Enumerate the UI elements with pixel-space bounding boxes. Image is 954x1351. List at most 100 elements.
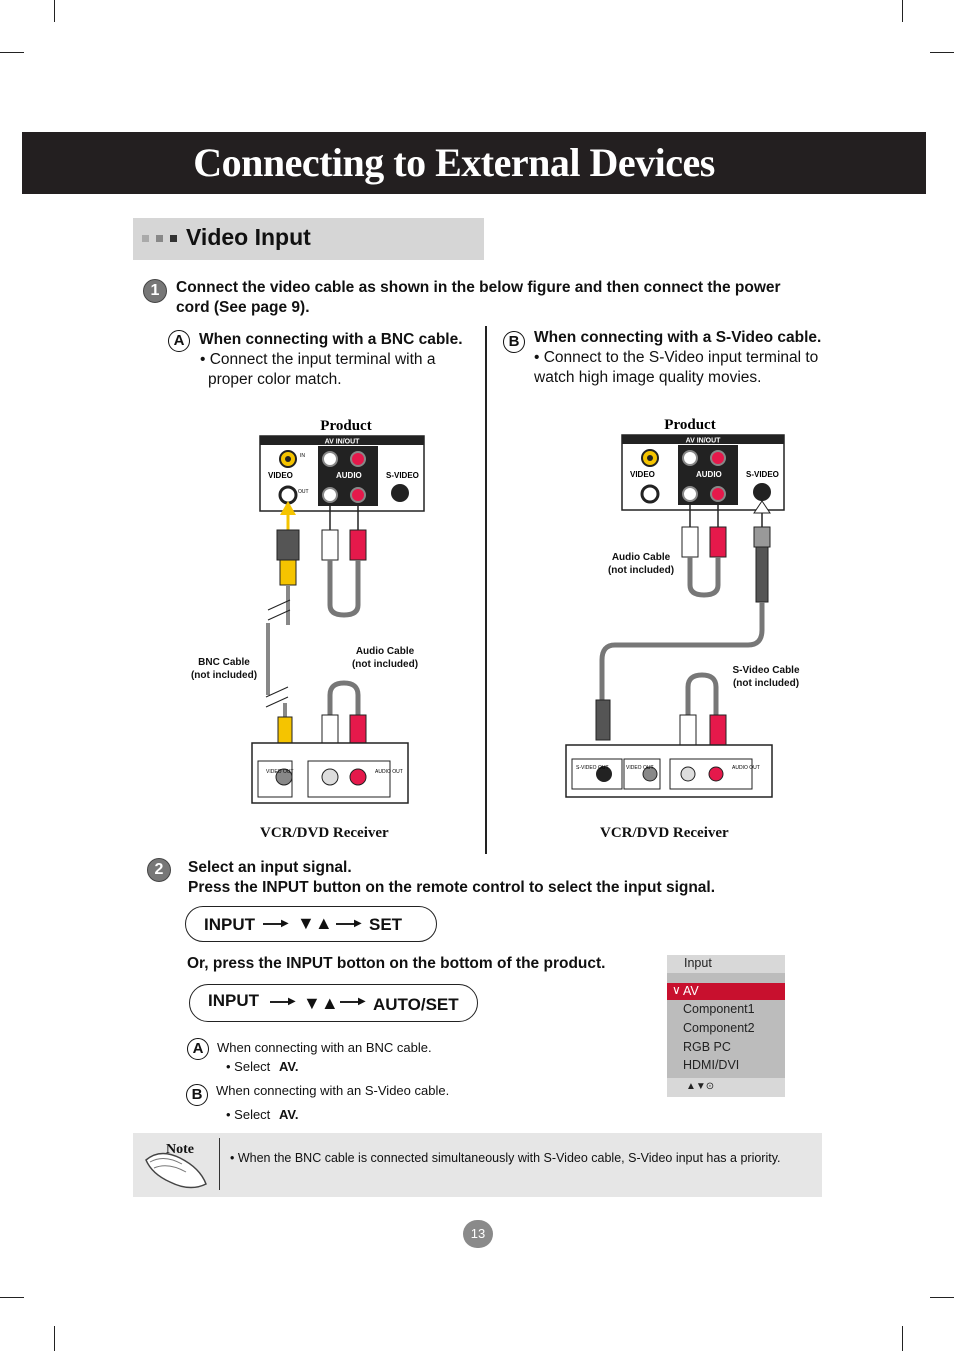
arrow-right-icon: [340, 1001, 362, 1003]
arrow-right-icon: ▶: [354, 918, 362, 929]
letter-a-badge: A: [187, 1038, 209, 1060]
video-out-label: VIDEO OUT: [266, 769, 294, 775]
page-number: 13: [463, 1220, 493, 1248]
crop-mark: [54, 1326, 55, 1351]
letter-b-badge: B: [503, 331, 525, 353]
crop-mark: [0, 1297, 24, 1298]
input-menu-footer: [667, 1078, 785, 1097]
audio-cable-name: Audio Cable: [611, 552, 671, 563]
product-sequence: [189, 984, 478, 1022]
remote-sequence: [185, 906, 437, 942]
step2-a-value: AV.: [279, 1059, 299, 1074]
crop-mark: [930, 1297, 954, 1298]
step1-text: Connect the video cable as shown in the …: [176, 279, 781, 316]
svideo-not-included: (not included): [732, 678, 800, 689]
input-menu-selected[interactable]: [667, 983, 785, 1000]
check-icon: ∨: [672, 983, 681, 997]
out-label: OUT: [298, 489, 309, 495]
audio-label: AUDIO: [336, 471, 362, 480]
bnc-cable-label: BNC Cable (not included): [186, 656, 262, 682]
av-inout-label: AV IN/OUT: [686, 438, 722, 445]
input-menu-item[interactable]: HDMI/DVI: [683, 1058, 740, 1072]
crop-mark: [902, 0, 903, 22]
input-menu-item[interactable]: Component2: [683, 1021, 755, 1035]
receiver-label-left: VCR/DVD Receiver: [260, 825, 389, 841]
bnc-body: • Connect the input terminal with a prop…: [200, 351, 436, 388]
down-up-arrows-icon: ▼▲: [303, 993, 339, 1013]
square-icon: [156, 235, 163, 242]
audio-not-included: (not included): [607, 565, 675, 576]
video-out-label: VIDEO OUT: [626, 765, 654, 771]
product-input-label: INPUT: [208, 991, 259, 1010]
note-divider: [219, 1138, 220, 1190]
step2-line2: Press the INPUT button on the remote con…: [188, 879, 716, 896]
video-label: VIDEO: [268, 471, 293, 480]
arrow-right-icon: [270, 1001, 292, 1003]
step2-a-select: • Select: [226, 1059, 271, 1074]
svideo-connection-diagram: Product AV IN/OUT VIDEO AUDIO S-VIDEO S-…: [565, 417, 785, 798]
product-label: Product: [664, 417, 715, 433]
svideo-cable-name: S-Video Cable: [732, 665, 800, 676]
note-label: Note: [166, 1142, 194, 1157]
arrow-right-icon: [336, 923, 358, 925]
audio-not-included: (not included): [351, 659, 419, 670]
note-text: • When the BNC cable is connected simult…: [230, 1151, 781, 1165]
arrow-right-icon: ▶: [358, 996, 366, 1007]
step-number-2: 2: [147, 858, 171, 882]
bnc-connection-diagram: Product AV IN/OUT VIDEO IN OUT AUDIO S-V…: [251, 418, 425, 804]
crop-mark: [0, 52, 24, 53]
remote-input-label: INPUT: [204, 915, 255, 934]
audio-cable-label-left: Audio Cable (not included): [345, 645, 425, 671]
letter-b-badge: B: [186, 1084, 208, 1106]
bnc-heading: When connecting with a BNC cable.: [199, 331, 463, 348]
audio-out-label: AUDIO OUT: [732, 765, 760, 771]
svideo-out-label: S-VIDEO OUT: [576, 765, 609, 771]
crop-mark: [930, 52, 954, 53]
input-menu-selected-label: AV: [683, 984, 699, 998]
product-label: Product: [320, 418, 371, 434]
step-number-1: 1: [143, 279, 167, 303]
svideo-heading: When connecting with a S-Video cable.: [534, 329, 822, 346]
bnc-not-included: (not included): [190, 670, 258, 681]
square-icon: [170, 235, 177, 242]
input-menu-title: Input: [684, 956, 712, 970]
down-up-arrows-icon: ▼▲: [297, 913, 333, 933]
input-menu-header: [667, 955, 785, 973]
in-label: IN: [300, 453, 305, 459]
arrow-right-icon: ▶: [281, 918, 289, 929]
step2-b-text: When connecting with an S-Video cable.: [216, 1083, 450, 1098]
bnc-cable-name: BNC Cable: [198, 657, 250, 668]
crop-mark: [54, 0, 55, 22]
nav-arrows-icon: ▲▼⊙: [686, 1081, 715, 1092]
section-title: Video Input: [186, 224, 311, 250]
svideo-body: • Connect to the S-Video input terminal …: [534, 349, 819, 386]
audio-out-label: AUDIO OUT: [375, 769, 403, 775]
audio-label: AUDIO: [696, 470, 722, 479]
letter-a-badge: A: [168, 330, 190, 352]
step2-a-text: When connecting with an BNC cable.: [217, 1040, 432, 1055]
step2-b-select: • Select: [226, 1107, 271, 1122]
product-set-label: AUTO/SET: [373, 995, 459, 1014]
arrow-right-icon: ▶: [288, 996, 296, 1007]
input-menu-item[interactable]: Component1: [683, 1002, 755, 1016]
audio-cable-name: Audio Cable: [355, 646, 415, 657]
svideo-port-label: S-VIDEO: [746, 470, 779, 479]
column-divider: [485, 326, 487, 854]
input-menu-item[interactable]: RGB PC: [683, 1040, 731, 1054]
section-header: [133, 218, 484, 260]
svideo-port-label: S-VIDEO: [386, 471, 419, 480]
memo-pad-icon: [145, 1152, 207, 1189]
title-banner: [22, 132, 926, 194]
video-label: VIDEO: [630, 470, 655, 479]
note-box: [133, 1133, 822, 1197]
step2-line1: Select an input signal.: [188, 859, 352, 876]
av-inout-label: AV IN/OUT: [325, 439, 361, 446]
svideo-cable-label: S-Video Cable (not included): [726, 664, 806, 690]
receiver-label-right: VCR/DVD Receiver: [600, 825, 729, 841]
page-title: Connecting to External Devices: [193, 140, 715, 185]
square-icon: [142, 235, 149, 242]
arrow-right-icon: [263, 923, 285, 925]
step2-b-value: AV.: [279, 1107, 299, 1122]
audio-cable-label-right: Audio Cable (not included): [600, 551, 682, 577]
input-menu: [667, 955, 785, 1097]
